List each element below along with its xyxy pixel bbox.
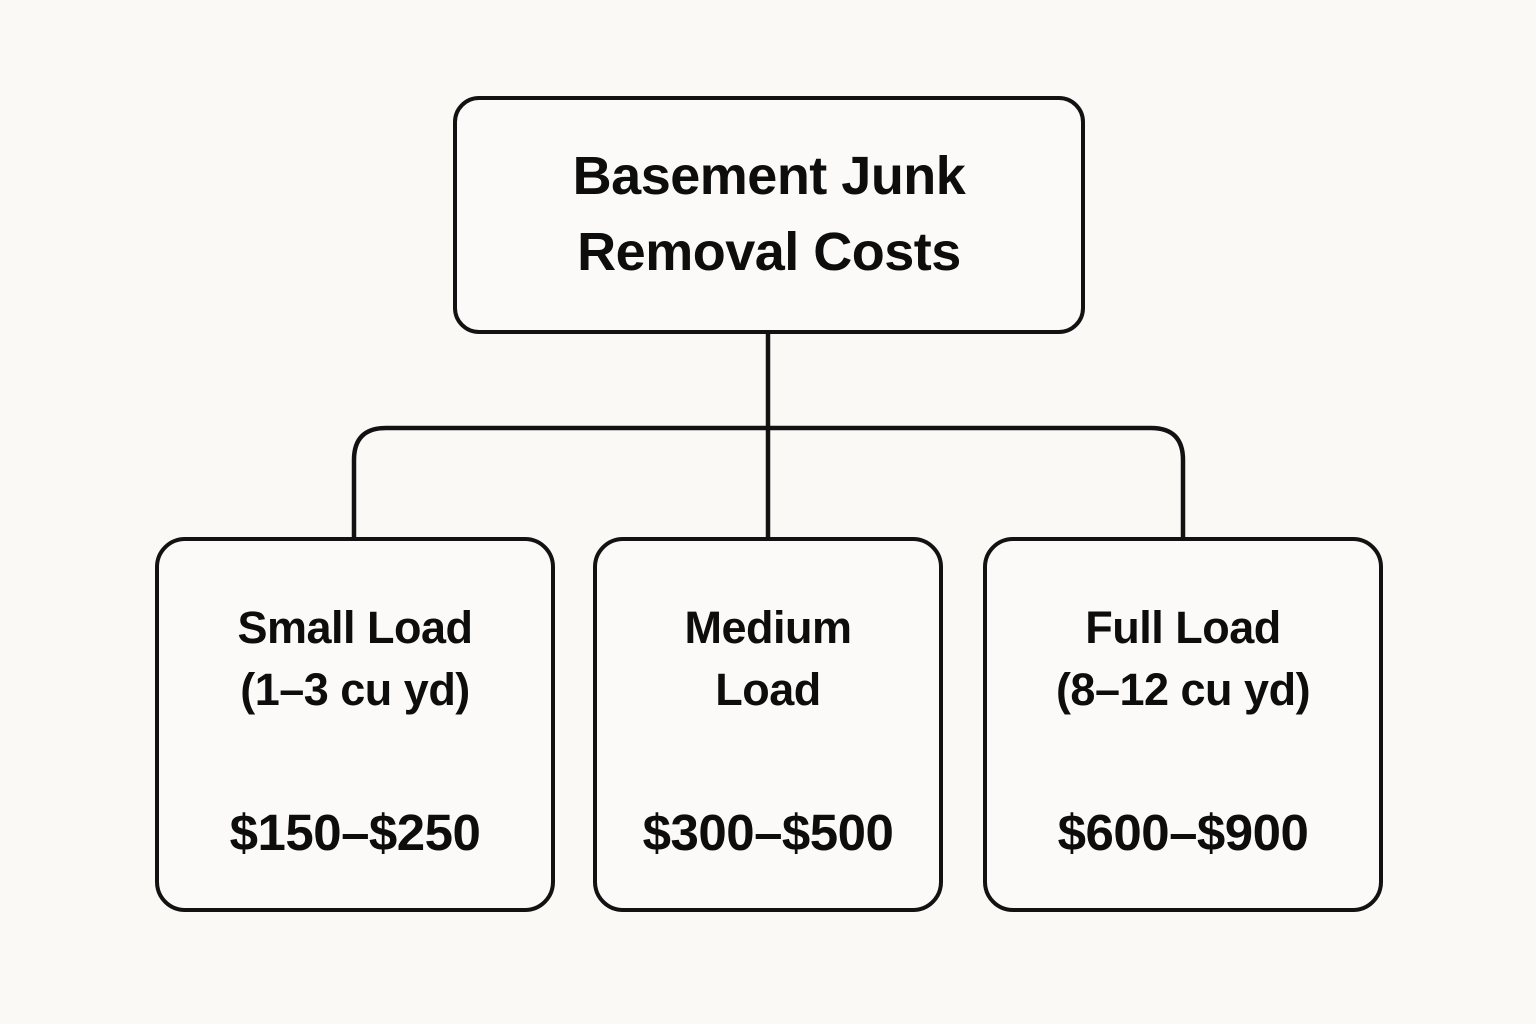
node-title-line-2: (8–12 cu yd) (1055, 664, 1311, 716)
node-title-line-2: Load (715, 664, 821, 716)
node-title: Medium Load (597, 597, 939, 721)
node-box-medium-load: Medium Load $300–$500 (593, 537, 943, 912)
root-box-basement-junk-removal-costs: Basement Junk Removal Costs (453, 96, 1085, 334)
root-title-line-2: Removal Costs (577, 222, 961, 282)
node-price-range: $150–$250 (229, 804, 481, 861)
node-box-full-load: Full Load (8–12 cu yd) $600–$900 (983, 537, 1383, 912)
node-title-line-2: (1–3 cu yd) (240, 664, 470, 716)
node-price-range: $600–$900 (1057, 804, 1309, 861)
node-title-line-1: Medium (684, 602, 852, 653)
node-title: Small Load (1–3 cu yd) (159, 597, 551, 721)
branch-line (351, 425, 1186, 537)
root-title-line-1: Basement Junk (572, 146, 966, 207)
node-title-line-1: Small Load (237, 602, 473, 653)
node-title: Full Load (8–12 cu yd) (987, 597, 1379, 721)
node-price-range: $300–$500 (642, 804, 894, 861)
node-box-small-load: Small Load (1–3 cu yd) $150–$250 (155, 537, 555, 912)
node-title-line-1: Full Load (1085, 602, 1281, 653)
